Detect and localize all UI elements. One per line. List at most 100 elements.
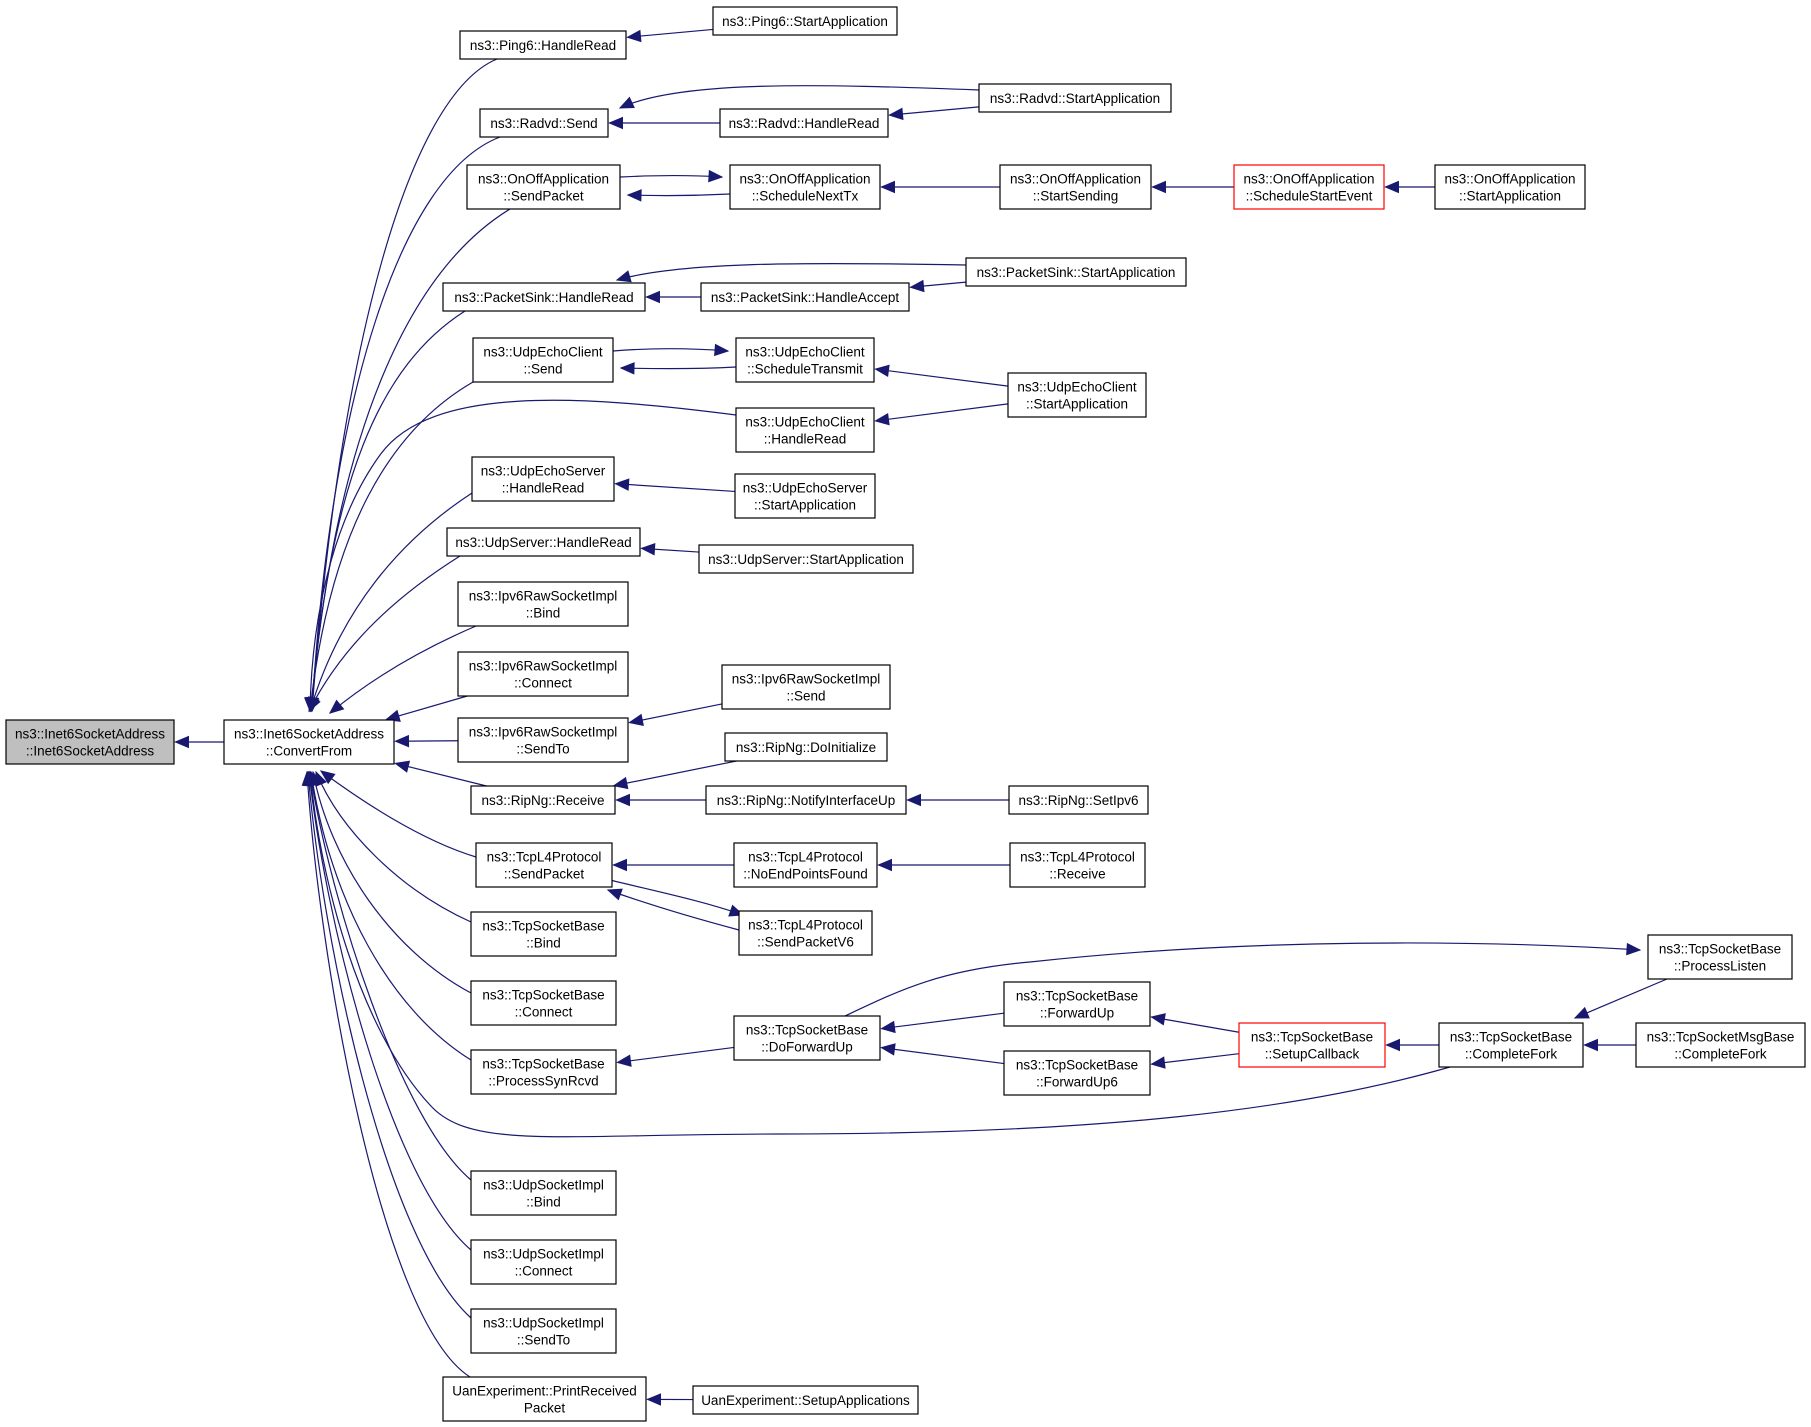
node-usi_sendto[interactable]: ns3::UdpSocketImpl::SendTo [470, 1308, 617, 1354]
node-onoff_snt[interactable]: ns3::OnOffApplication::ScheduleNextTx [729, 164, 881, 210]
node-label-line: ::Connect [515, 1005, 573, 1020]
node-label-line: ns3::TcpSocketBase [1659, 942, 1781, 957]
node-box [965, 257, 1187, 287]
node-uec_send[interactable]: ns3::UdpEchoClient::Send [472, 337, 614, 383]
node-radvd_sa[interactable]: ns3::Radvd::StartApplication [978, 83, 1172, 113]
call-edge-tsb_fu6-to-tsb_dfu [880, 1043, 1005, 1065]
node-label-line: ::Send [786, 689, 825, 704]
node-label-line: ::SendTo [516, 742, 569, 757]
node-tsb_connect[interactable]: ns3::TcpSocketBase::Connect [470, 980, 617, 1026]
node-tsb_dfu[interactable]: ns3::TcpSocketBase::DoForwardUp [733, 1015, 881, 1061]
call-edge-onoff_ss-to-onoff_snt [880, 180, 1000, 194]
node-tcp4_recv[interactable]: ns3::TcpL4Protocol::Receive [1009, 842, 1146, 888]
node-label-line: UanExperiment::SetupApplications [701, 1393, 910, 1408]
node-uec_hr[interactable]: ns3::UdpEchoClient::HandleRead [735, 407, 875, 453]
node-label-line: ns3::UdpServer::HandleRead [455, 535, 631, 550]
node-rip_niu[interactable]: ns3::RipNg::NotifyInterfaceUp [705, 785, 907, 815]
node-i6r_sendto[interactable]: ns3::Ipv6RawSocketImpl::SendTo [457, 717, 629, 763]
node-usi_connect[interactable]: ns3::UdpSocketImpl::Connect [470, 1239, 617, 1285]
node-tsb_psr[interactable]: ns3::TcpSocketBase::ProcessSynRcvd [470, 1049, 617, 1095]
node-box [475, 842, 613, 888]
node-box [1434, 164, 1586, 210]
node-tsb_pl[interactable]: ns3::TcpSocketBase::ProcessListen [1647, 934, 1793, 980]
node-label-line: ns3::OnOffApplication [1444, 172, 1575, 187]
call-edge-rip_init-to-rip_recv [612, 760, 737, 790]
node-ps_hr[interactable]: ns3::PacketSink::HandleRead [442, 282, 646, 312]
node-box [5, 719, 175, 765]
node-label-line: ns3::RipNg::SetIpv6 [1018, 793, 1138, 808]
call-edge-ping6_sa-to-ping6_hr [626, 28, 714, 43]
node-label-line: ::Bind [526, 1195, 561, 1210]
node-i6r_send[interactable]: ns3::Ipv6RawSocketImpl::Send [721, 664, 891, 710]
node-ping6_hr[interactable]: ns3::Ping6::HandleRead [459, 30, 627, 60]
node-tsb_fu6[interactable]: ns3::TcpSocketBase::ForwardUp6 [1003, 1050, 1151, 1096]
call-edge-i6r_bind-to-convert [329, 625, 477, 714]
node-tsb_scb[interactable]: ns3::TcpSocketBase::SetupCallback [1238, 1022, 1386, 1068]
call-edge-tcp4_sp6-to-tcp4_sp [606, 888, 740, 931]
node-label-line: ns3::TcpSocketBase [1016, 989, 1138, 1004]
node-ues_sa[interactable]: ns3::UdpEchoServer::StartApplication [734, 473, 876, 519]
node-rip_setipv6[interactable]: ns3::RipNg::SetIpv6 [1008, 785, 1149, 815]
node-tcp4_sp[interactable]: ns3::TcpL4Protocol::SendPacket [475, 842, 613, 888]
call-edge-tsmb_cf-to-tsb_cf [1583, 1038, 1636, 1052]
node-label-line: ns3::Ipv6RawSocketImpl [469, 725, 618, 740]
node-label-line: ::Connect [514, 676, 572, 691]
call-edge-tcp4_sp-to-convert [319, 770, 477, 858]
node-us_sa[interactable]: ns3::UdpServer::StartApplication [698, 544, 914, 574]
node-label-line: ns3::OnOffApplication [739, 172, 870, 187]
node-tsb_fu[interactable]: ns3::TcpSocketBase::ForwardUp [1003, 981, 1151, 1027]
node-uec_sa[interactable]: ns3::UdpEchoClient::StartApplication [1007, 372, 1147, 418]
node-uec_st[interactable]: ns3::UdpEchoClient::ScheduleTransmit [735, 337, 875, 383]
node-box [734, 473, 876, 519]
node-box [712, 6, 898, 36]
node-tsmb_cf[interactable]: ns3::TcpSocketMsgBase::CompleteFork [1635, 1022, 1806, 1068]
node-label-line: ns3::TcpSocketBase [1016, 1058, 1138, 1073]
node-box [719, 108, 889, 138]
node-radvd_hr[interactable]: ns3::Radvd::HandleRead [719, 108, 889, 138]
node-rip_init[interactable]: ns3::RipNg::DoInitialize [724, 732, 888, 762]
node-uan_sa[interactable]: UanExperiment::SetupApplications [692, 1385, 919, 1415]
node-tsb_bind[interactable]: ns3::TcpSocketBase::Bind [470, 911, 617, 957]
node-usi_bind[interactable]: ns3::UdpSocketImpl::Bind [470, 1170, 617, 1216]
call-edge-ps_sa-to-ps_hr [615, 262, 967, 283]
node-label-line: ::SetupCallback [1265, 1047, 1360, 1062]
node-box [735, 337, 875, 383]
node-label-line: ::Connect [515, 1264, 573, 1279]
node-root[interactable]: ns3::Inet6SocketAddress::Inet6SocketAddr… [5, 719, 175, 765]
node-convert[interactable]: ns3::Inet6SocketAddress::ConvertFrom [223, 719, 395, 765]
node-rip_recv[interactable]: ns3::RipNg::Receive [470, 785, 616, 815]
call-edge-onoff_sp-to-onoff_snt [619, 169, 724, 183]
call-edge-radvd_sa-to-radvd_send [618, 85, 980, 109]
node-onoff_sa[interactable]: ns3::OnOffApplication::StartApplication [1434, 164, 1586, 210]
node-onoff_sse[interactable]: ns3::OnOffApplication::ScheduleStartEven… [1233, 164, 1385, 210]
node-onoff_ss[interactable]: ns3::OnOffApplication::StartSending [999, 164, 1152, 210]
node-label-line: ::ScheduleNextTx [752, 189, 859, 204]
node-onoff_sp[interactable]: ns3::OnOffApplication::SendPacket [466, 164, 621, 210]
node-i6r_connect[interactable]: ns3::Ipv6RawSocketImpl::Connect [457, 651, 629, 697]
node-label-line: ns3::Radvd::StartApplication [990, 91, 1160, 106]
call-edge-tsb_cf-to-tsb_scb [1385, 1038, 1439, 1052]
node-tcp4_nepf[interactable]: ns3::TcpL4Protocol::NoEndPointsFound [733, 842, 878, 888]
call-edge-onoff_snt-to-onoff_sp [626, 189, 731, 202]
call-edge-ps_ha-to-ps_hr [645, 290, 701, 304]
node-ping6_sa[interactable]: ns3::Ping6::StartApplication [712, 6, 898, 36]
node-us_hr[interactable]: ns3::UdpServer::HandleRead [446, 527, 641, 557]
node-label-line: ::StartApplication [1026, 397, 1128, 412]
node-tcp4_sp6[interactable]: ns3::TcpL4Protocol::SendPacketV6 [738, 910, 873, 956]
node-i6r_bind[interactable]: ns3::Ipv6RawSocketImpl::Bind [457, 581, 629, 627]
node-box [700, 282, 910, 312]
call-edge-tsb_scb-to-tsb_fu [1150, 1013, 1240, 1033]
node-label-line: ::DoForwardUp [761, 1040, 853, 1055]
node-label-line: ns3::Inet6SocketAddress [234, 727, 384, 742]
node-radvd_send[interactable]: ns3::Radvd::Send [479, 108, 609, 138]
node-box [1238, 1022, 1386, 1068]
node-ps_sa[interactable]: ns3::PacketSink::StartApplication [965, 257, 1187, 287]
node-label-line: ns3::TcpSocketMsgBase [1647, 1030, 1795, 1045]
call-edge-onoff_sse-to-onoff_ss [1151, 180, 1234, 194]
node-label-line: ns3::UdpEchoClient [745, 345, 865, 360]
node-ps_ha[interactable]: ns3::PacketSink::HandleAccept [700, 282, 910, 312]
node-box [721, 664, 891, 710]
node-ues_hr[interactable]: ns3::UdpEchoServer::HandleRead [471, 456, 615, 502]
node-tsb_cf[interactable]: ns3::TcpSocketBase::CompleteFork [1438, 1022, 1584, 1068]
